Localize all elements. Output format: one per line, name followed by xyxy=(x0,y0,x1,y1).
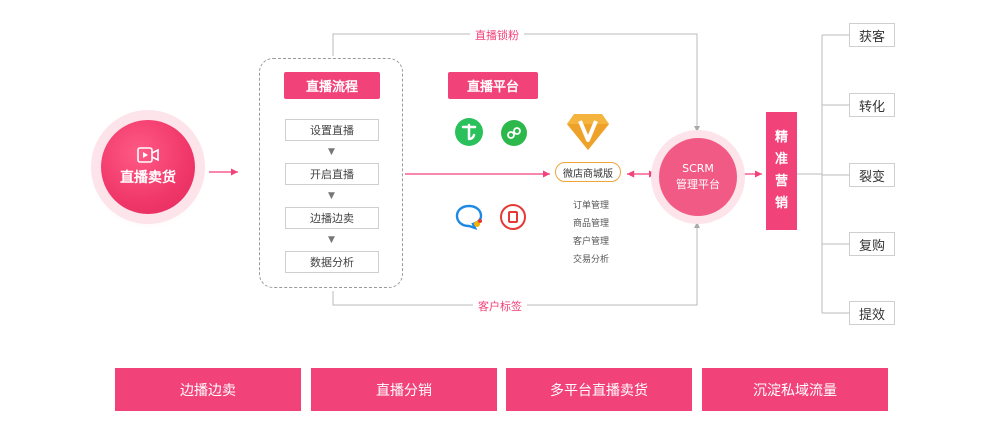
flow-label-top: 直播锁粉 xyxy=(470,27,524,43)
platform-title: 直播平台 xyxy=(448,72,538,99)
main-circle-label: 直播卖货 xyxy=(120,170,176,186)
diamond-v-icon xyxy=(566,112,610,152)
mini-program-icon xyxy=(501,120,527,146)
bottom-bar-item: 边播边卖 xyxy=(115,368,301,411)
process-box xyxy=(259,58,403,288)
video-play-icon xyxy=(137,147,159,163)
shop-item: 商品管理 xyxy=(573,219,610,229)
process-step: 边播边卖 xyxy=(285,207,379,229)
shop-item: 客户管理 xyxy=(573,237,610,247)
process-title: 直播流程 xyxy=(284,72,380,99)
step-arrow-icon: ▼ xyxy=(328,235,335,245)
flow-label-bottom: 客户标签 xyxy=(473,298,527,314)
chat-bubble-app-icon xyxy=(455,203,485,231)
step-arrow-icon: ▼ xyxy=(328,191,335,201)
marketing-char: 销 xyxy=(774,196,788,211)
main-circle: 直播卖货 xyxy=(101,120,195,214)
bottom-bar-item: 沉淀私域流量 xyxy=(702,368,888,411)
bottom-bar-item: 多平台直播卖货 xyxy=(506,368,692,411)
marketing-char: 准 xyxy=(774,152,788,167)
result-item: 裂变 xyxy=(849,163,895,187)
result-item: 转化 xyxy=(849,93,895,117)
shop-item: 订单管理 xyxy=(573,201,610,211)
marketing-char: 精 xyxy=(774,130,788,145)
bottom-bar-item: 直播分销 xyxy=(311,368,497,411)
scrm-line2: 管理平台 xyxy=(676,178,720,191)
process-step: 开启直播 xyxy=(285,163,379,185)
result-item: 复购 xyxy=(849,232,895,256)
scrm-line1: SCRM xyxy=(682,162,714,175)
step-arrow-icon: ▼ xyxy=(328,147,335,157)
marketing-char: 营 xyxy=(774,174,788,189)
green-t-app-icon xyxy=(455,118,483,146)
process-step: 设置直播 xyxy=(285,119,379,141)
result-item: 提效 xyxy=(849,301,895,325)
process-step: 数据分析 xyxy=(285,251,379,273)
shop-button: 微店商城版 xyxy=(555,162,621,182)
scrm-circle: SCRM 管理平台 xyxy=(659,138,737,216)
precision-marketing-box: 精 准 营 销 xyxy=(766,112,797,230)
shop-item: 交易分析 xyxy=(573,255,610,265)
red-circle-app-icon xyxy=(500,204,526,230)
result-item: 获客 xyxy=(849,23,895,47)
